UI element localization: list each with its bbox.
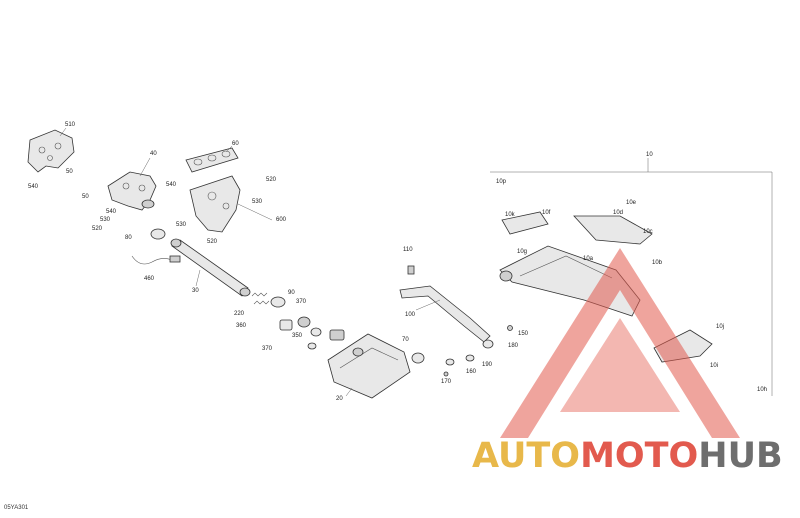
callout-100: 100 bbox=[405, 312, 416, 318]
callout-10j: 10j bbox=[716, 324, 724, 330]
watermark-logo bbox=[500, 248, 740, 438]
callout-10c: 10c bbox=[643, 229, 653, 235]
callout-80: 80 bbox=[125, 235, 132, 241]
heat-shield-510 bbox=[27, 129, 75, 173]
callout-10g: 10g bbox=[517, 249, 527, 255]
flange-80 bbox=[150, 228, 166, 240]
callout-60: 60 bbox=[232, 141, 239, 147]
callout-160: 160 bbox=[466, 369, 477, 375]
hardware-150-190 bbox=[443, 325, 513, 377]
callout-40: 40 bbox=[150, 151, 157, 157]
diagram-code: 05YA301 bbox=[4, 505, 29, 511]
callout-220: 220 bbox=[234, 311, 245, 317]
callout-20: 20 bbox=[336, 396, 343, 402]
callout-530: 530 bbox=[176, 222, 187, 228]
callout-530: 530 bbox=[100, 217, 111, 223]
callout-10a: 10a bbox=[583, 256, 594, 262]
callout-70: 70 bbox=[402, 337, 409, 343]
callout-540: 540 bbox=[166, 182, 177, 188]
callout-110: 110 bbox=[403, 247, 413, 253]
oxygen-sensor-460 bbox=[131, 255, 181, 265]
callout-150: 150 bbox=[518, 331, 529, 337]
watermark-hub: HUB bbox=[698, 436, 783, 476]
callout-600: 600 bbox=[276, 217, 287, 223]
callout-10f: 10f bbox=[542, 210, 551, 216]
callout-10k: 10k bbox=[505, 212, 516, 218]
watermark-moto: MOTO bbox=[580, 436, 699, 476]
callout-540: 540 bbox=[106, 209, 117, 215]
gasket-60 bbox=[185, 147, 239, 173]
exhaust-manifold-40 bbox=[107, 171, 157, 211]
callout-10e: 10e bbox=[626, 200, 637, 206]
heat-shield-600 bbox=[189, 175, 241, 233]
callout-460: 460 bbox=[144, 276, 155, 282]
callout-10: 10 bbox=[646, 152, 653, 158]
grommet-90 bbox=[270, 296, 286, 308]
callout-520: 520 bbox=[92, 226, 103, 232]
callout-510: 510 bbox=[65, 122, 76, 128]
callout-10b: 10b bbox=[652, 260, 663, 266]
callout-10p: 10p bbox=[496, 179, 507, 185]
callout-30: 30 bbox=[192, 288, 199, 294]
callout-50: 50 bbox=[66, 169, 73, 175]
callout-520: 520 bbox=[207, 239, 218, 245]
callout-10h: 10h bbox=[757, 387, 767, 393]
callout-370: 370 bbox=[262, 346, 273, 352]
tail-pipe-100 bbox=[399, 265, 491, 343]
callout-530: 530 bbox=[252, 199, 263, 205]
callout-10i: 10i bbox=[710, 363, 718, 369]
callout-180: 180 bbox=[508, 343, 519, 349]
callout-360: 360 bbox=[236, 323, 247, 329]
muffler-20 bbox=[327, 329, 411, 399]
exhaust-pipe-30 bbox=[170, 238, 251, 297]
callout-90: 90 bbox=[288, 290, 295, 296]
callout-370: 370 bbox=[296, 299, 307, 305]
watermark-text: AUTOMOTOHUB bbox=[472, 436, 783, 476]
clamp-360 bbox=[279, 316, 322, 350]
watermark-auto: AUTO bbox=[472, 436, 581, 476]
clamp-70 bbox=[411, 352, 425, 364]
callout-190: 190 bbox=[482, 362, 493, 368]
callout-540: 540 bbox=[28, 184, 39, 190]
callout-350: 350 bbox=[292, 333, 303, 339]
leader-lines bbox=[59, 127, 649, 397]
springs-220 bbox=[251, 292, 270, 305]
callout-520: 520 bbox=[266, 177, 277, 183]
callout-50: 50 bbox=[82, 194, 89, 200]
callout-labels: 510 540 40 50 50 540 60 520 530 540 530 … bbox=[28, 122, 767, 402]
callout-10d: 10d bbox=[613, 210, 623, 216]
callout-170: 170 bbox=[441, 379, 452, 385]
